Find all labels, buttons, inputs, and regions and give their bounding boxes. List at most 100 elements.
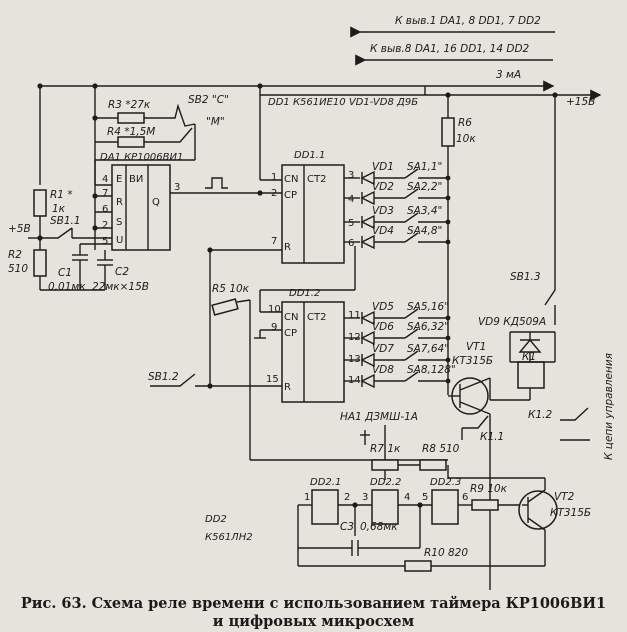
svg-text:4: 4 [348,194,354,205]
buzzer-network: НА1 ДЗМШ-1А R7 1к R8 510 [340,411,460,480]
sb12-label: SB1.2 [148,371,179,383]
supply-notes: К выв.1 DA1, 8 DD1, 7 DD2 К выв.8 DA1, 1… [350,15,595,108]
control-circuit-label: К цепи управления [603,353,615,460]
switch-row: VD6 SA6,32" [344,321,451,346]
r3-label: R3 *27к [108,99,151,111]
dd2-type: К561ЛН2 [205,532,253,543]
svg-text:4: 4 [404,492,410,503]
dd1-2-pin-cp: CP [284,328,297,339]
r5-label: R5 10к [212,283,250,295]
diode-label: VD8 [372,364,394,376]
switch-label: SA7,64" [407,343,449,355]
r1-label: R1 * [50,189,73,201]
da1-pin-q: Q [152,197,160,208]
dd1-1-pin-ct2: CT2 [307,174,326,185]
vd9-label: VD9 КД509А [478,316,546,328]
svg-text:6: 6 [348,238,354,249]
svg-text:1: 1 [304,492,310,503]
svg-text:6: 6 [462,492,468,503]
c1-label: C1 [58,267,72,279]
switch-contact [404,188,419,199]
r7-label: R7 1к [370,443,401,455]
da1-pin-vi: ВИ [129,174,143,185]
r2-label: R2 [8,249,22,261]
diode-label: VD4 [372,225,394,237]
diode-symbol [360,190,375,206]
switch-row: VD7 SA7,64" [344,343,451,368]
da1-pin-r: R [116,197,123,208]
dd1-2-pin-ct2: CT2 [307,312,326,323]
svg-text:3: 3 [174,182,180,193]
svg-text:3: 3 [348,170,354,181]
r6-value: 10к [456,133,476,145]
switch-contact [404,212,419,223]
note-pin1: К выв.1 DA1, 8 DD1, 7 DD2 [395,15,541,27]
switch-row: VD3 SA3,4" [344,205,451,230]
switch-contact [404,168,419,179]
r6-resistor: R6 10к [441,92,476,395]
switch-label: SA5,16" [407,301,449,313]
diode-label: VD3 [372,205,394,217]
plus5-label: +5В [8,223,31,235]
switch-row: VD5 SA5,16" [344,301,451,326]
svg-text:2: 2 [344,492,350,503]
sb13-label: SB1.3 [510,271,541,283]
k11-label: К1.1 [480,431,504,443]
sb2-label: SB2 "С" [188,94,229,106]
vt2-transistor: VT2 КТ315Б [447,465,591,566]
diode-label: VD2 [372,181,394,193]
diode-label: VD7 [372,343,394,355]
switch-contact [404,328,419,339]
r6-label: R6 [458,117,472,129]
dd2-3-title: DD2.3 [430,477,461,488]
r2-value: 510 [8,263,28,275]
switch-label: SA6,32" [407,321,449,333]
c1-value: 0,01мк [48,281,86,293]
switch-label: SA3,4" [407,205,442,217]
svg-text:5: 5 [422,492,428,503]
da1-pin-e: Е [116,174,122,185]
switch-contact [404,308,419,319]
time-relay-schematic: К выв.1 DA1, 8 DD1, 7 DD2 К выв.8 DA1, 1… [8,15,615,590]
diode-label: VD6 [372,321,394,333]
switch-label: SA8,128" [407,364,456,376]
vt1-type: КТ315Б [452,355,493,367]
switch-contact [404,371,419,382]
svg-text:7: 7 [102,188,108,199]
svg-text:4: 4 [102,174,108,185]
c2-value: 22мк×15В [92,281,149,293]
r8-label: R8 510 [422,443,460,455]
dd1-1-pin-r: R [284,242,291,253]
relay-driver: SB1.3 VD9 КД509А К1 VT1 КТ315Б К1.1 К1.2… [448,270,615,590]
r9-label: R9 10к [470,483,508,495]
figure-caption-line1: Рис. 63. Схема реле времени с использова… [20,595,607,612]
c2-label: C2 [115,266,129,278]
switch-label: SA1,1" [407,161,442,173]
reset-network: R5 10к SB1.2 [148,247,448,461]
svg-text:10: 10 [268,304,281,315]
svg-text:5: 5 [348,218,354,229]
vt2-label: VT2 [554,491,575,503]
r4-label: R4 *1,5М [107,126,155,138]
r1-value: 1к [52,203,66,215]
svg-text:3: 3 [362,492,368,503]
svg-text:7: 7 [271,236,277,247]
ha1-label: НА1 ДЗМШ-1А [340,411,418,423]
switch-label: SA4,8" [407,225,442,237]
diode-label: VD5 [372,301,394,313]
dd1-2-title: DD1.2 [289,288,320,299]
dd2-2-title: DD2.2 [370,477,401,488]
svg-text:2: 2 [102,220,108,231]
dd1-2-pin-r: R [284,382,291,393]
da1-pin-u: U [116,235,123,246]
c3-value: 0,68мк [360,521,398,533]
vt2-type: КТ315Б [550,507,591,519]
dd1-1-title: DD1.1 [294,150,325,161]
svg-text:9: 9 [271,322,277,333]
switch-row: VD4 SA4,8" [344,225,451,250]
k12-label: К1.2 [528,409,552,421]
dd2-name: DD2 [205,514,227,525]
dd2-1-title: DD2.1 [310,477,341,488]
